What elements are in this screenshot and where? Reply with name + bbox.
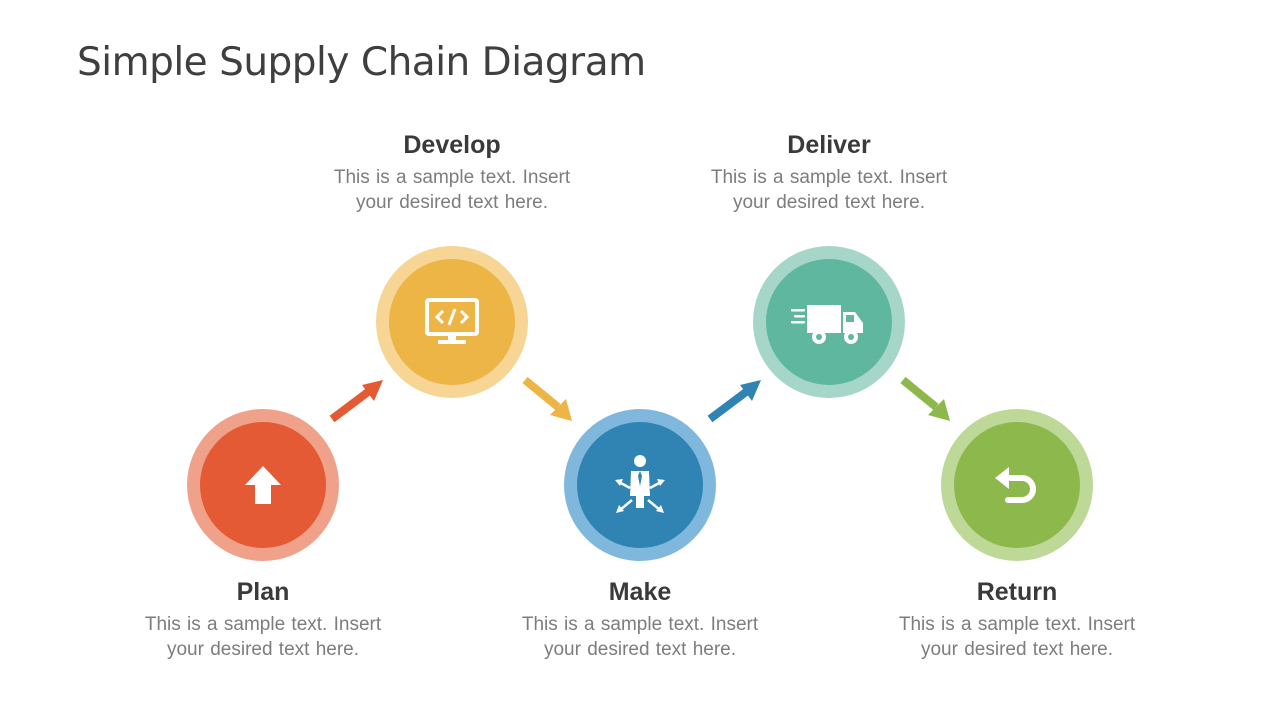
step-plan-circle [200, 422, 326, 548]
arrow-up-icon [245, 466, 281, 504]
connector-arrow-develop-make [522, 376, 572, 421]
step-deliver-label: Deliver [787, 131, 871, 159]
step-plan-description-line-2: your desired text here. [166, 639, 360, 660]
step-make-description-line-1: This is a sample text. Insert [521, 614, 759, 635]
step-make-description: This is a sample text. Insert your desir… [490, 612, 790, 662]
step-develop-circle [389, 259, 515, 385]
step-make-label: Make [608, 578, 672, 606]
step-plan-description: This is a sample text. Insert your desir… [113, 612, 413, 662]
step-return-text: Return This is a sample text. Insert you… [867, 577, 1167, 662]
code-monitor-icon [425, 298, 479, 344]
step-plan-description-line-1: This is a sample text. Insert [144, 614, 382, 635]
step-develop-description-line-1: This is a sample text. Insert [333, 167, 571, 188]
connector-arrow-deliver-return [900, 376, 950, 421]
step-make-ring [564, 409, 716, 561]
step-deliver-text: Deliver This is a sample text. Insert yo… [679, 130, 979, 215]
step-return-circle [954, 422, 1080, 548]
step-deliver-description: This is a sample text. Insert your desir… [679, 165, 979, 215]
step-develop-label: Develop [403, 131, 501, 159]
step-develop-description: This is a sample text. Insert your desir… [302, 165, 602, 215]
step-return-label: Return [976, 578, 1058, 606]
connector-arrow-plan-develop [329, 380, 383, 423]
step-make-description-line-2: your desired text here. [543, 639, 737, 660]
step-return-description: This is a sample text. Insert your desir… [867, 612, 1167, 662]
step-deliver-description-line-1: This is a sample text. Insert [710, 167, 948, 188]
step-make-text: Make This is a sample text. Insert your … [490, 577, 790, 662]
delivery-truck-icon [791, 305, 863, 344]
step-return-description-line-2: your desired text here. [920, 639, 1114, 660]
step-develop-description-line-2: your desired text here. [355, 192, 549, 213]
step-develop-ring [376, 246, 528, 398]
step-develop-text: Develop This is a sample text. Insert yo… [302, 130, 602, 215]
businessman-network-icon [615, 455, 665, 513]
step-deliver-description-line-2: your desired text here. [732, 192, 926, 213]
step-return-ring [941, 409, 1093, 561]
step-deliver-ring [753, 246, 905, 398]
connector-arrow-make-deliver [707, 380, 761, 423]
step-plan-label: Plan [236, 578, 290, 606]
step-make-circle [577, 422, 703, 548]
return-arrow-icon [995, 467, 1036, 503]
page-title: Simple Supply Chain Diagram [77, 40, 646, 85]
step-plan-ring [187, 409, 339, 561]
step-plan-text: Plan This is a sample text. Insert your … [113, 577, 413, 662]
step-deliver-circle [766, 259, 892, 385]
step-return-description-line-1: This is a sample text. Insert [898, 614, 1136, 635]
